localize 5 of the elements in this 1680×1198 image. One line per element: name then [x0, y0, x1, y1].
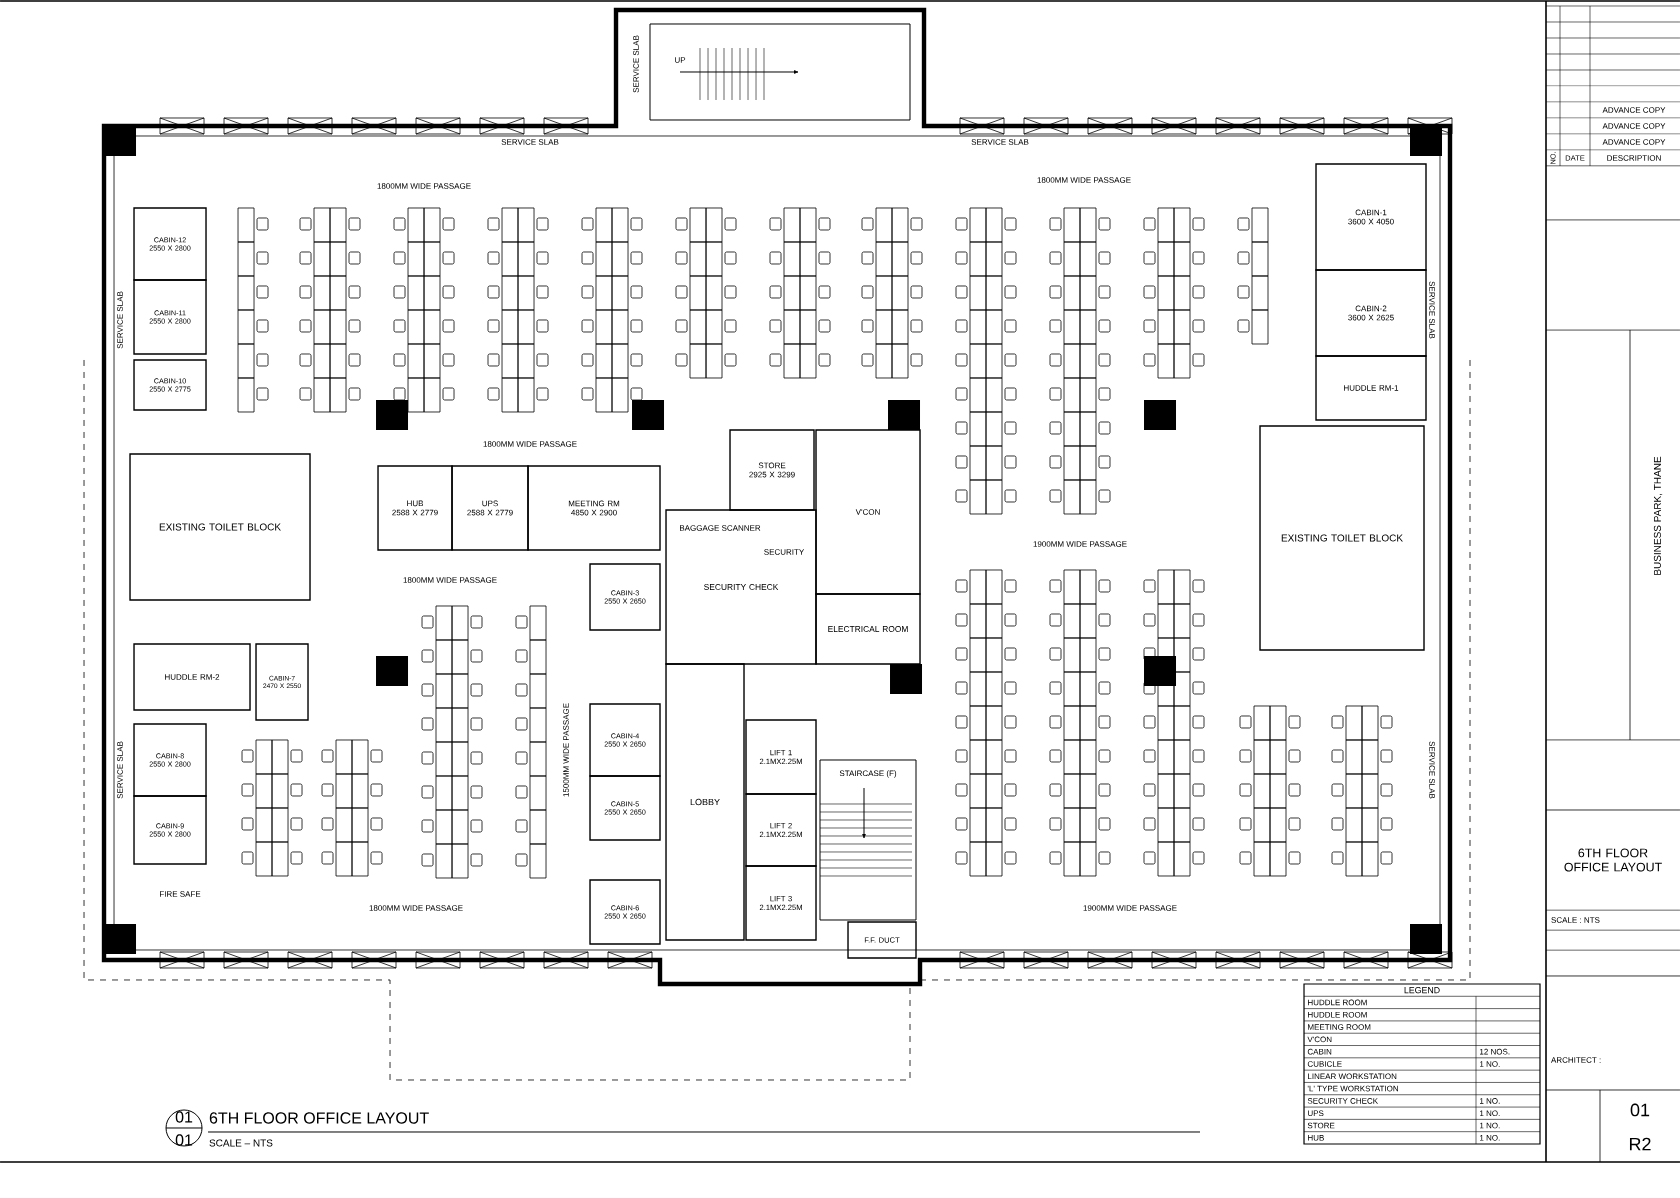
revision-number: R2: [1629, 1137, 1651, 1151]
sheet-number: 01: [175, 1134, 193, 1146]
drawing-title: 6TH FLOOR OFFICE LAYOUT: [209, 1112, 429, 1124]
sheet-number: 01: [1630, 1103, 1650, 1117]
drawing-number: 01: [175, 1111, 193, 1123]
